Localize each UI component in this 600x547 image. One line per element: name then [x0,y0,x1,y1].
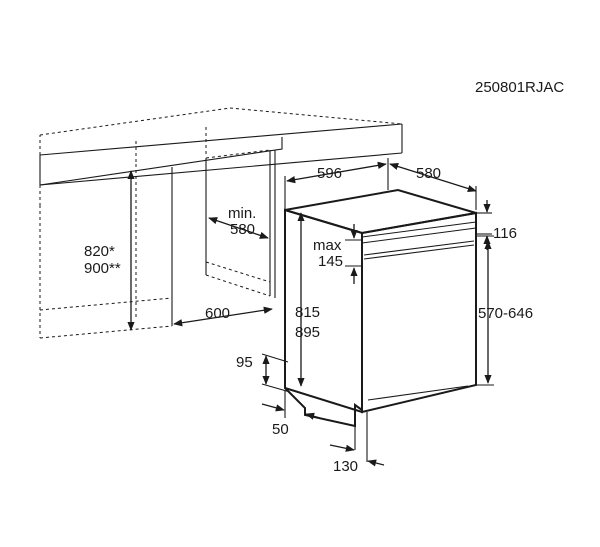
dim-top-116: 116 [476,200,517,250]
dim-width-596: 596 [284,158,389,210]
left-cabinet [39,164,173,339]
dim-cabinet-height: 820* 900** [84,170,135,331]
dim-depth-580: 580 [389,162,477,210]
dim-door-height: 570-646 [476,235,533,386]
dim-600-label: 600 [205,305,230,322]
dim-116-label: 116 [493,225,517,242]
dim-max-label: max [313,237,342,254]
dim-130: 130 [329,410,385,475]
dim-50: 50 [261,390,321,438]
dim-min-label: min. [228,205,256,222]
dim-plinth-95: 95 [236,353,291,393]
drawing-code: 250801RJAC [475,79,564,96]
dim-815-label: 815 [295,304,320,321]
dim-max-145: max 145 [313,224,362,284]
worktop [39,107,403,205]
dim-900-label: 900** [84,260,121,277]
right-cabinet [205,149,276,298]
dim-580-label: 580 [416,165,441,182]
dim-820-label: 820* [84,243,115,260]
dim-596-label: 596 [317,165,342,182]
dim-appliance-height: 815 895 [295,212,320,387]
dim-145-label: 145 [318,253,343,270]
dim-niche-width-600: 600 [173,305,273,327]
dim-50-label: 50 [272,421,289,438]
dim-95-label: 95 [236,354,253,371]
dim-niche-min-580: min. 580 [208,205,269,239]
dim-895-label: 895 [295,324,320,341]
dim-130-label: 130 [333,458,358,475]
dim-570-646-label: 570-646 [478,305,533,322]
